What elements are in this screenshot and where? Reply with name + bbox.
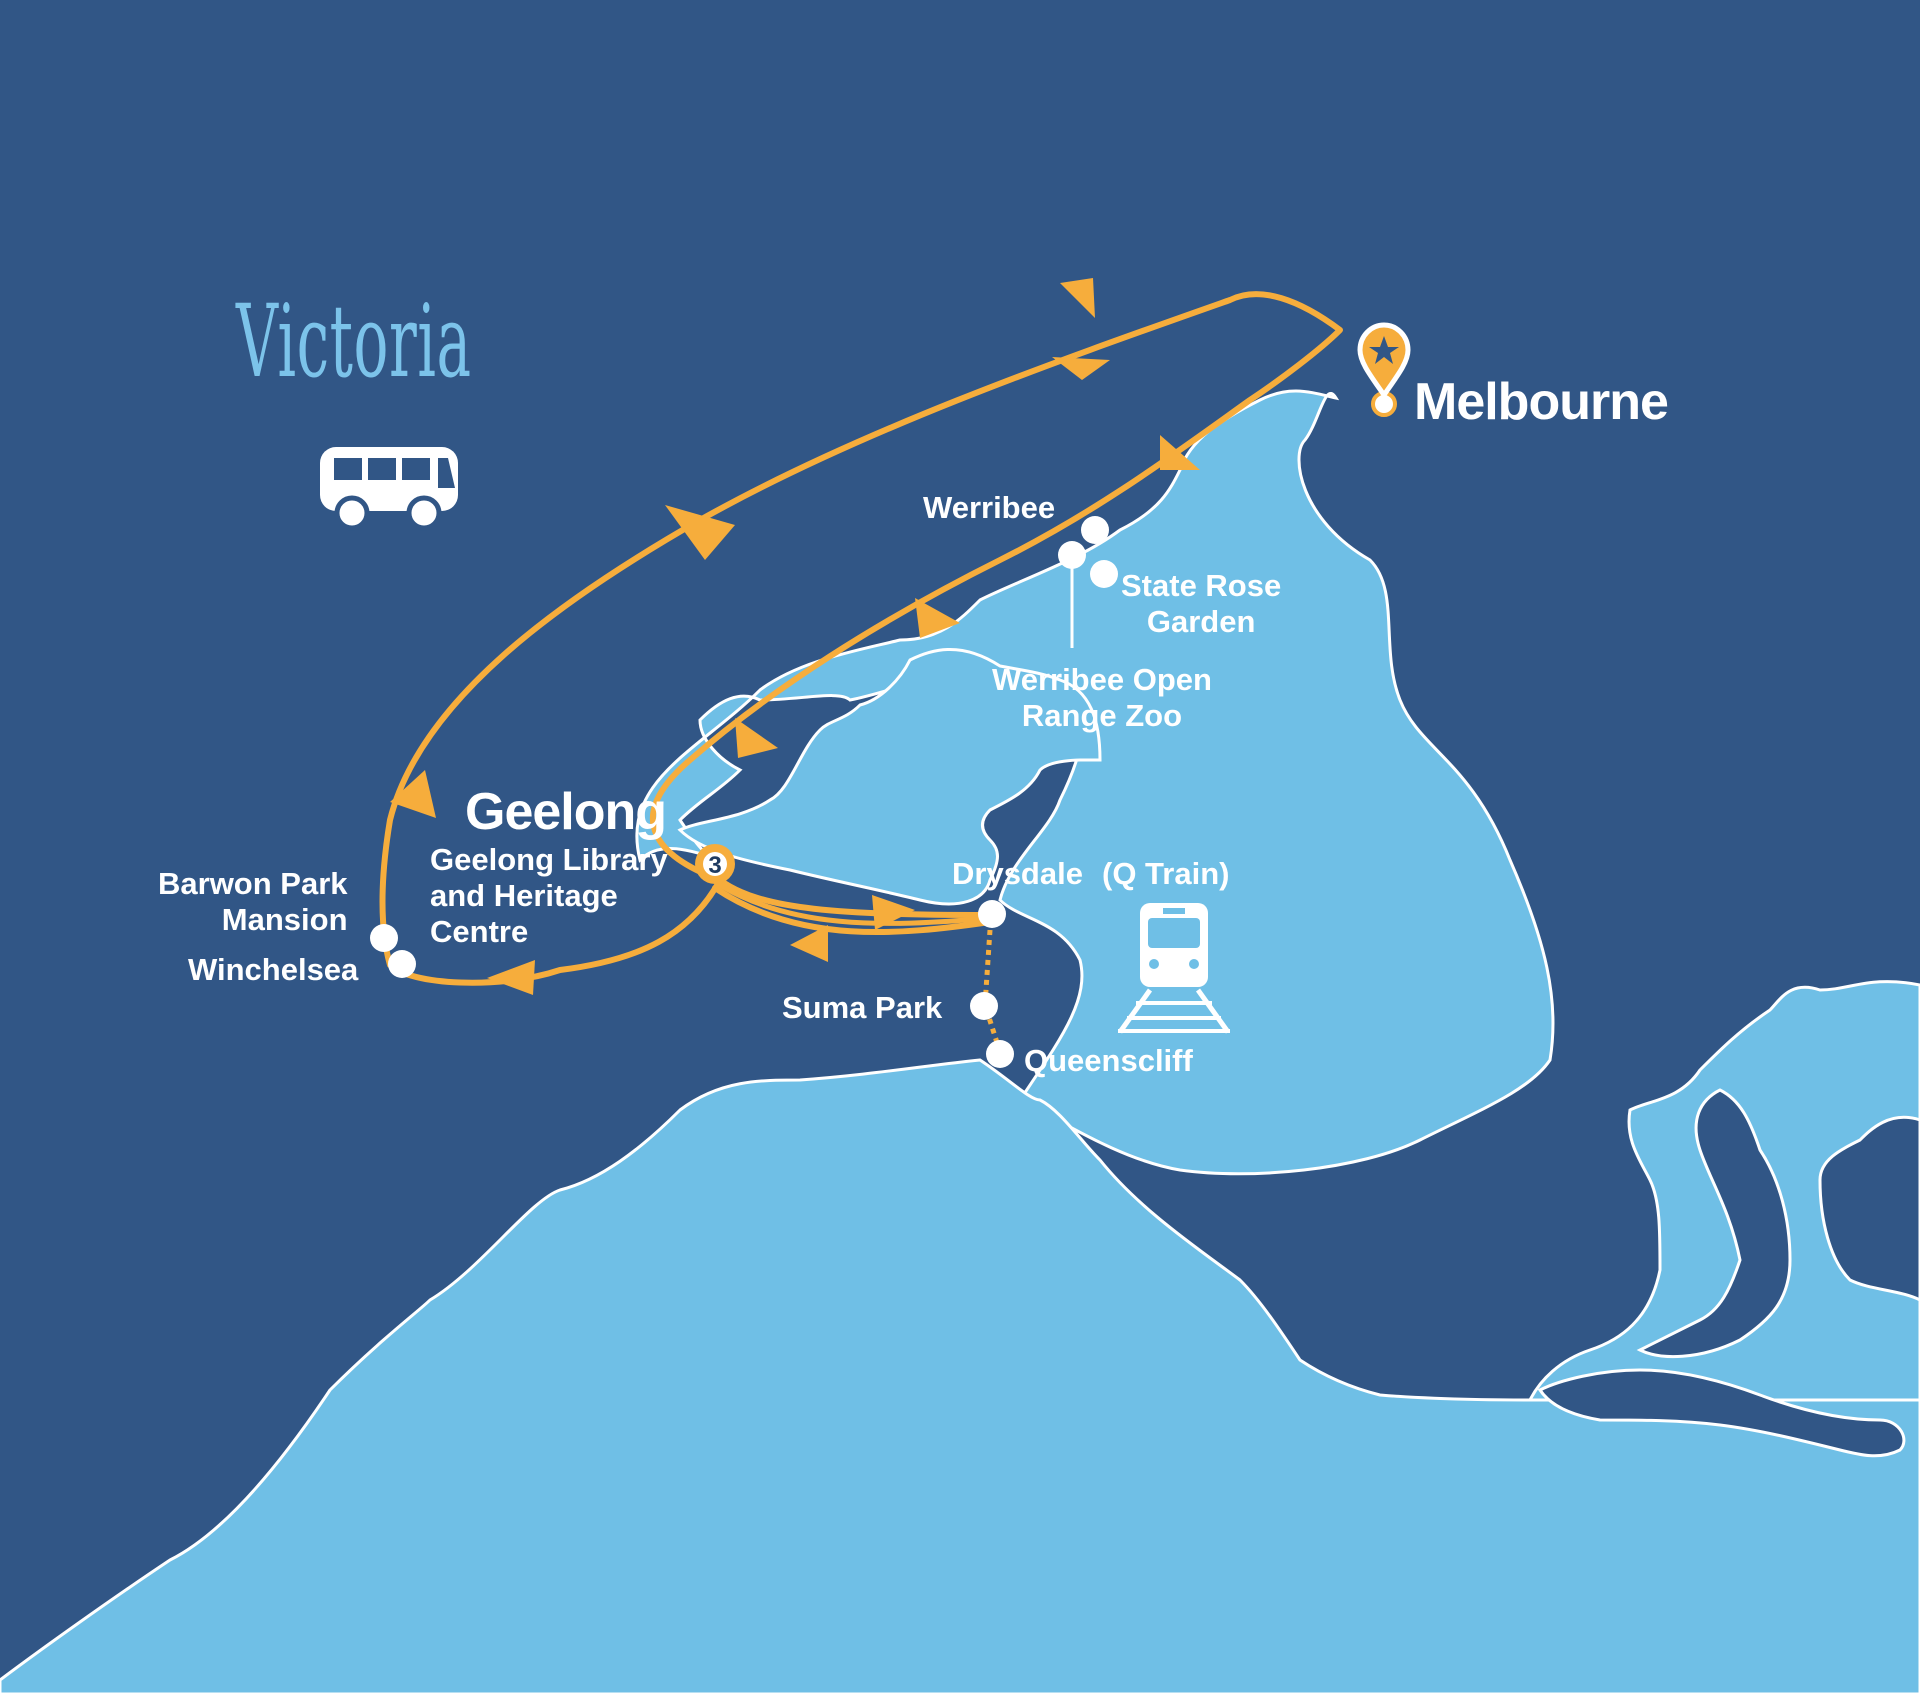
route-bellarine-out: [717, 877, 993, 918]
land-bellarine: [677, 647, 1102, 906]
arrow-2: [1052, 357, 1110, 380]
label-q-train: (Q Train): [1102, 856, 1230, 891]
stop-geelong-library[interactable]: 3: [695, 844, 735, 884]
stop-state-rose-garden[interactable]: [1090, 560, 1118, 588]
stop-winchelsea[interactable]: [388, 950, 416, 978]
label-werribee: Werribee: [923, 490, 1056, 525]
label-suma-park: Suma Park: [782, 990, 943, 1025]
water-inlet-center: [1636, 1088, 1792, 1358]
arrow-7: [915, 598, 960, 638]
bus-icon: [320, 447, 458, 531]
stop-drysdale[interactable]: [978, 900, 1006, 928]
stop-number: 3: [708, 852, 721, 879]
route-arrows: [390, 278, 1200, 995]
arrow-8: [735, 718, 778, 758]
label-drysdale: Drysdale: [952, 856, 1083, 891]
label-barwon-park: Barwon Park Mansion: [158, 866, 348, 937]
arrow-1: [1060, 278, 1095, 318]
arrow-10: [790, 925, 828, 962]
water-inlet-east: [1818, 1115, 1920, 1302]
label-winchelsea: Winchelsea: [188, 952, 359, 987]
arrow-3: [665, 505, 735, 560]
region-title: Victoria: [236, 283, 472, 400]
arrow-4: [390, 770, 436, 818]
stop-barwon-park[interactable]: [370, 924, 398, 952]
label-geelong: Geelong: [465, 783, 667, 841]
map-pin-star-icon[interactable]: [1357, 322, 1411, 417]
route-bellarine-back: [712, 885, 993, 936]
stop-queenscliff[interactable]: [986, 1040, 1014, 1068]
stop-werribee[interactable]: [1081, 516, 1109, 544]
arrow-5: [487, 960, 535, 995]
label-geelong-library: Geelong Library and Heritage Centre: [430, 842, 668, 949]
water-inlet-south: [1537, 1368, 1906, 1458]
stop-suma-park[interactable]: [970, 992, 998, 1020]
stop-markers: [370, 516, 1118, 1068]
stop-werribee-zoo[interactable]: [1058, 541, 1086, 569]
label-state-rose-garden: State Rose Garden: [1121, 568, 1282, 639]
arrow-6: [1160, 435, 1200, 470]
route-bellarine-mid: [715, 881, 993, 926]
label-melbourne: Melbourne: [1414, 373, 1669, 431]
train-icon: [1117, 903, 1231, 1034]
label-queenscliff: Queenscliff: [1024, 1043, 1193, 1078]
arrow-9: [872, 895, 915, 930]
label-werribee-zoo: Werribee Open Range Zoo: [992, 662, 1212, 733]
